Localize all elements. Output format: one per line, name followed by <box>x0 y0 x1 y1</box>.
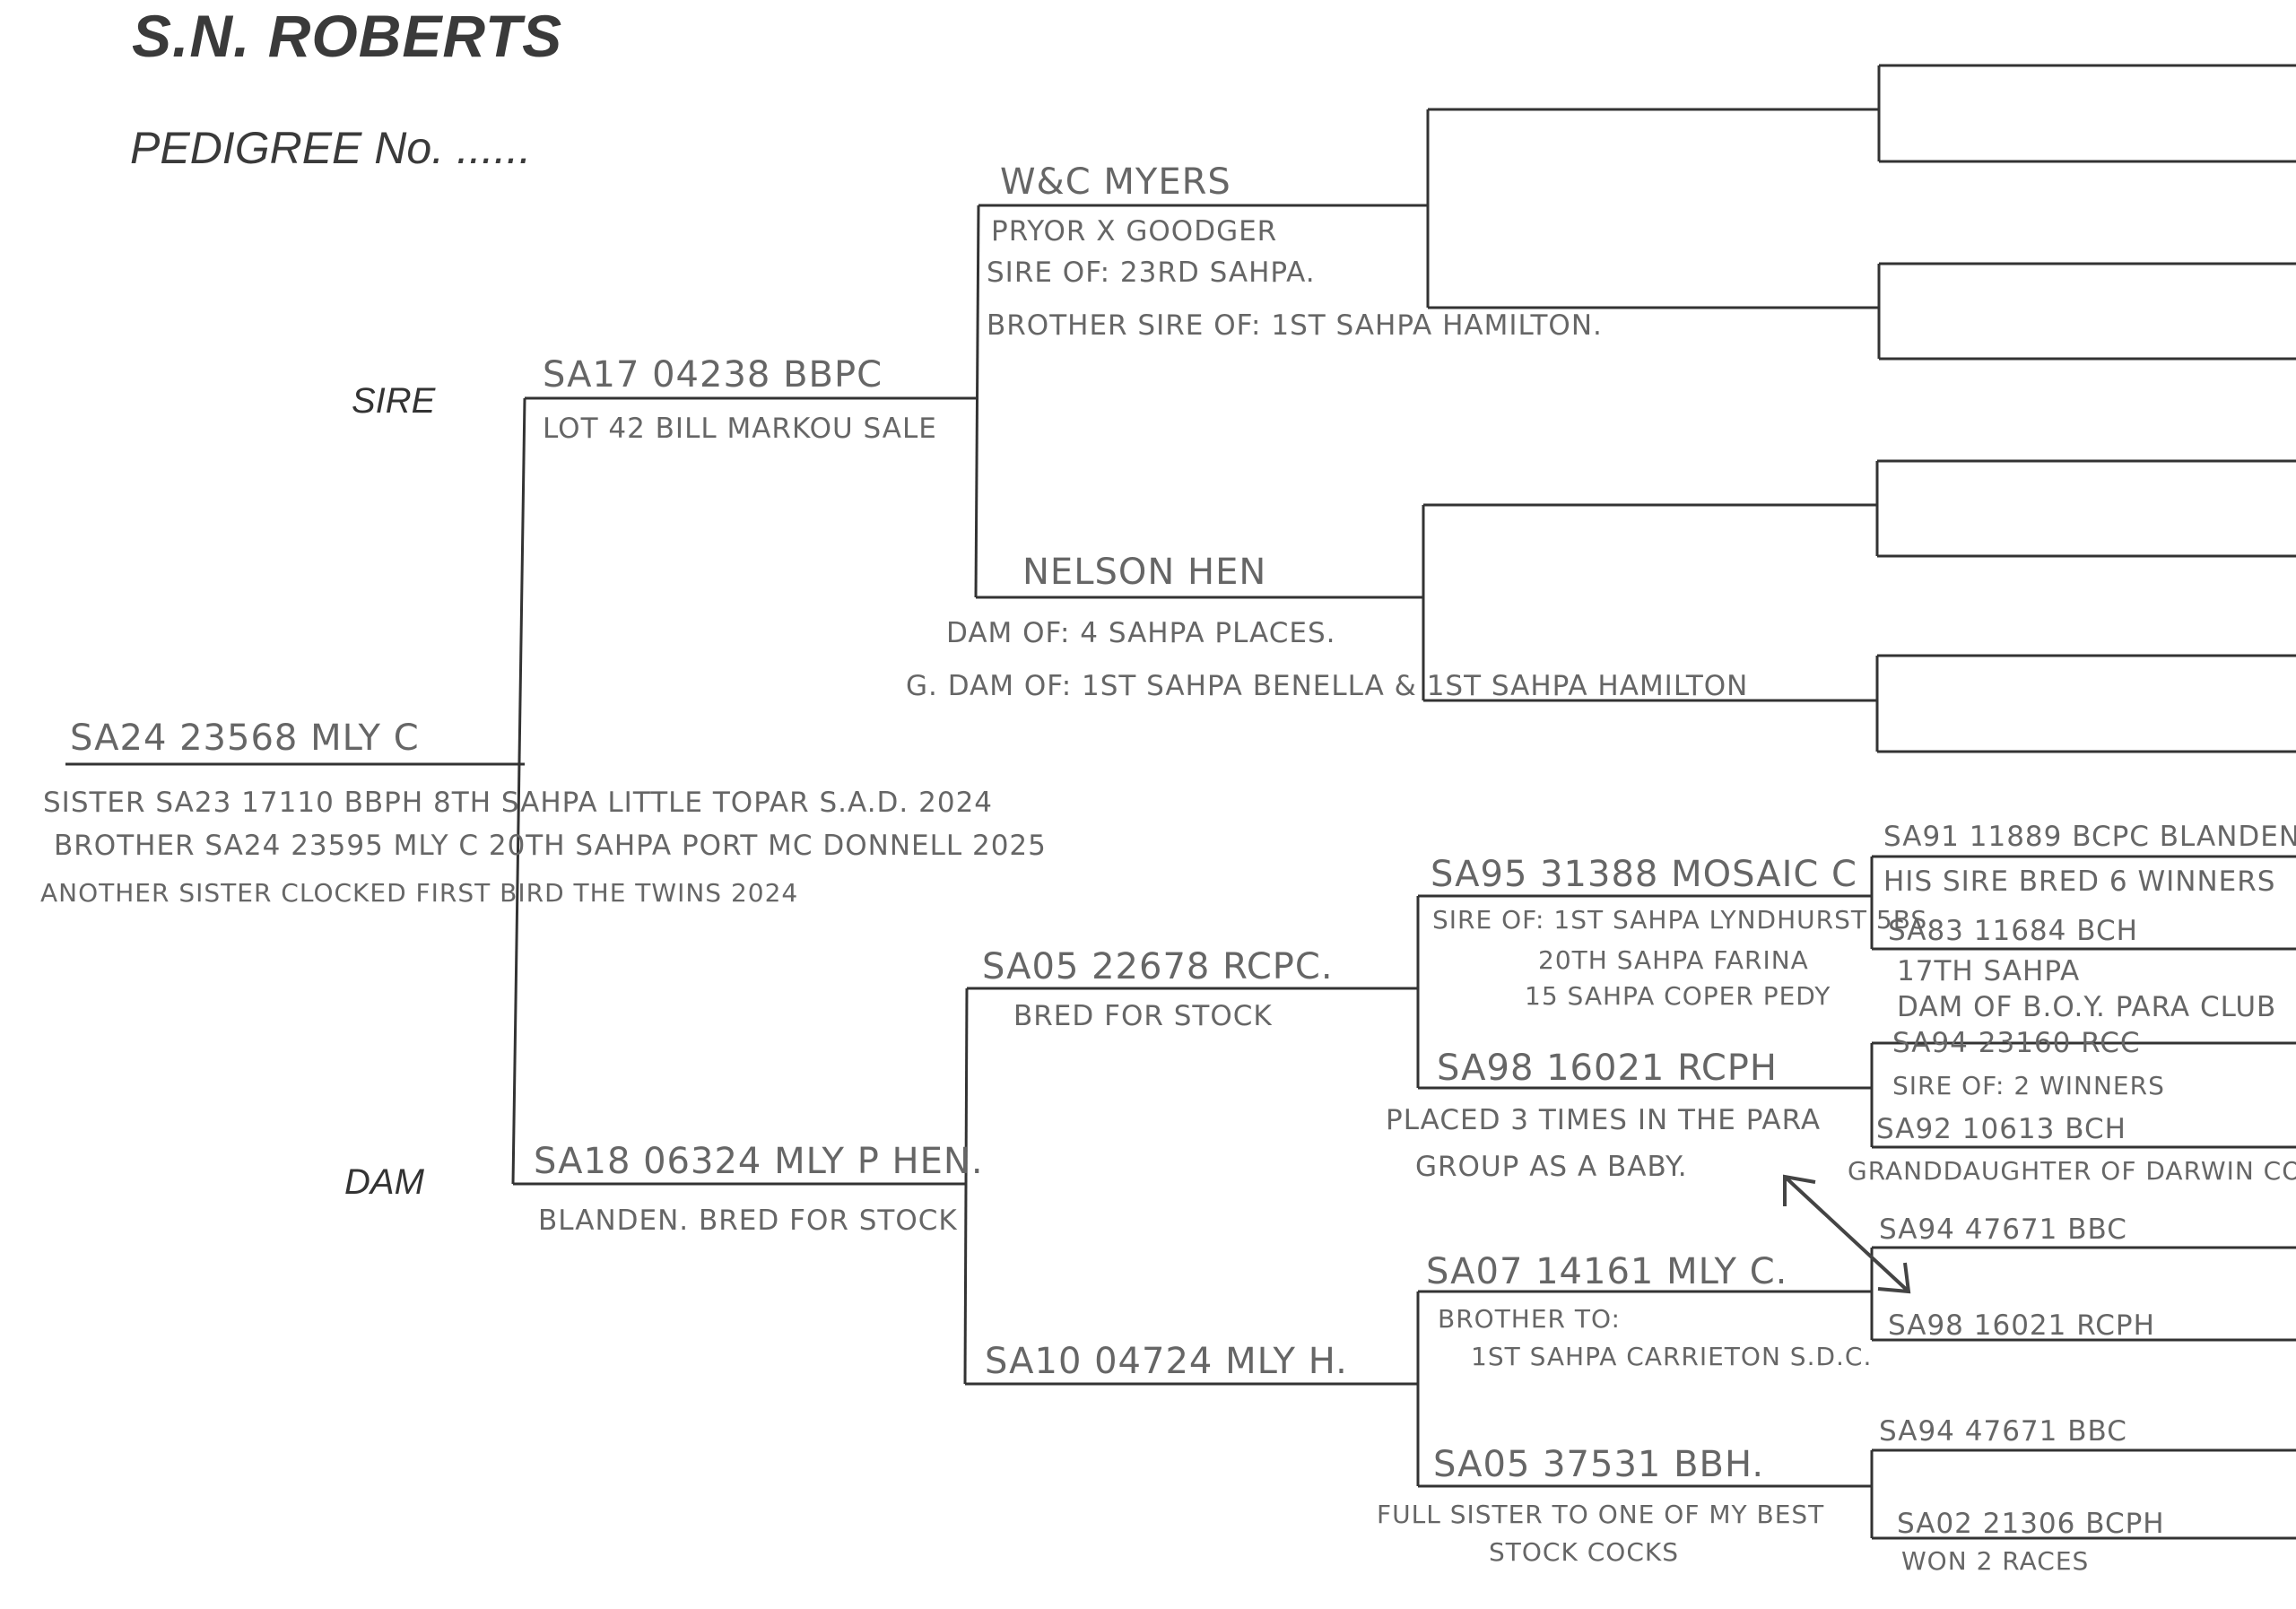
sire-sire-note: Pryor x Goodger <box>991 215 1278 248</box>
dam-dam-dam-note: stock cocks <box>1489 1537 1680 1567</box>
dam-sire-dam-note: Group as a baby. <box>1415 1151 1688 1183</box>
pedigree-number: PEDIGREE No. ...... <box>130 123 532 173</box>
gen4-note: His sire bred 6 winners <box>1883 865 2276 898</box>
gen4-name: SA83 11684 BCH <box>1888 915 2138 947</box>
dam-note: Blanden. Bred for stock <box>538 1205 958 1237</box>
dam-label: DAM <box>344 1162 424 1202</box>
gen4-note: Sire of: 2 winners <box>1892 1071 2165 1100</box>
dam-name: SA18 06324 MLY P HEN. <box>534 1141 984 1182</box>
gen4-name: SA98 16021 RCPH <box>1888 1309 2155 1342</box>
dam-dam-dam-note: Full sister to one of my best <box>1377 1500 1825 1529</box>
dam-sire-name: SA05 22678 RCPC. <box>982 946 1334 987</box>
dam-dam-dam-name: SA05 37531 BBH. <box>1433 1444 1765 1485</box>
dam-sire-sire-note: 15 SAHPA Coper Pedy <box>1525 981 1831 1011</box>
subject-note: Sister SA23 17110 BBPH 8th SAHPA Little … <box>43 787 994 819</box>
double-arrow-icon <box>1783 1174 1911 1294</box>
sire-sire-note: Sire of: 23rd SAHPA. <box>987 257 1316 289</box>
dam-sire-sire-note: Sire of: 1st SAHPA Lyndhurst 5BS <box>1432 905 1928 935</box>
dam-sire-sire-note: 20th SAHPA Farina <box>1538 945 1809 975</box>
breeder-name-title: S.N. ROBERTS <box>132 3 563 69</box>
sire-dam-note: G. Dam of: 1st SAHPA Benella & 1st SAHPA… <box>906 670 1749 702</box>
sire-dam-name: Nelson Hen <box>1022 552 1267 593</box>
subject-note: Another sister clocked first bird The Tw… <box>40 878 799 908</box>
sire-label: SIRE <box>352 381 436 421</box>
dam-sire-note: Bred for stock <box>1013 1000 1273 1032</box>
gen4-name: SA02 21306 BCPH <box>1897 1508 2165 1540</box>
gen4-name: SA94 47671 BBC <box>1879 1213 2127 1246</box>
subject-note: Brother SA24 23595 MLY C 20th SAHPA Port… <box>54 830 1047 862</box>
gen4-note: 17th SAHPA <box>1897 955 2081 987</box>
dam-dam-sire-note: 1st SAHPA Carrieton S.D.C. <box>1471 1342 1873 1371</box>
gen4-note: Granddaughter of Darwin Cock <box>1848 1156 2296 1186</box>
dam-sire-dam-note: Placed 3 times in the Para <box>1386 1104 1822 1136</box>
sire-dam-note: Dam of: 4 SAHPA Places. <box>946 617 1336 649</box>
gen4-note: Won 2 races <box>1901 1546 2090 1576</box>
gen4-name: SA92 10613 BCH <box>1876 1113 2126 1145</box>
sire-note: Lot 42 Bill Markou Sale <box>543 413 937 445</box>
sire-sire-name: W&C Myers <box>1000 161 1231 203</box>
subject-name: SA24 23568 MLY C <box>70 718 420 759</box>
gen4-note: Dam of B.O.Y. Para Club <box>1897 991 2277 1023</box>
sire-name: SA17 04238 BBPC <box>543 354 883 396</box>
gen4-name: SA94 23160 RCC <box>1892 1027 2141 1059</box>
dam-dam-sire-note: Brother to: <box>1438 1304 1621 1334</box>
gen4-name: SA94 47671 BBC <box>1879 1415 2127 1448</box>
gen4-name: SA91 11889 BCPC Blanden <box>1883 821 2296 853</box>
dam-dam-sire-name: SA07 14161 MLY C. <box>1426 1251 1788 1292</box>
sire-sire-note: Brother Sire of: 1st SAHPA Hamilton. <box>987 309 1603 342</box>
dam-sire-sire-name: SA95 31388 Mosaic C <box>1431 854 1857 895</box>
dam-sire-dam-name: SA98 16021 RCPH <box>1437 1048 1778 1089</box>
dam-dam-name: SA10 04724 MLY H. <box>985 1341 1348 1382</box>
